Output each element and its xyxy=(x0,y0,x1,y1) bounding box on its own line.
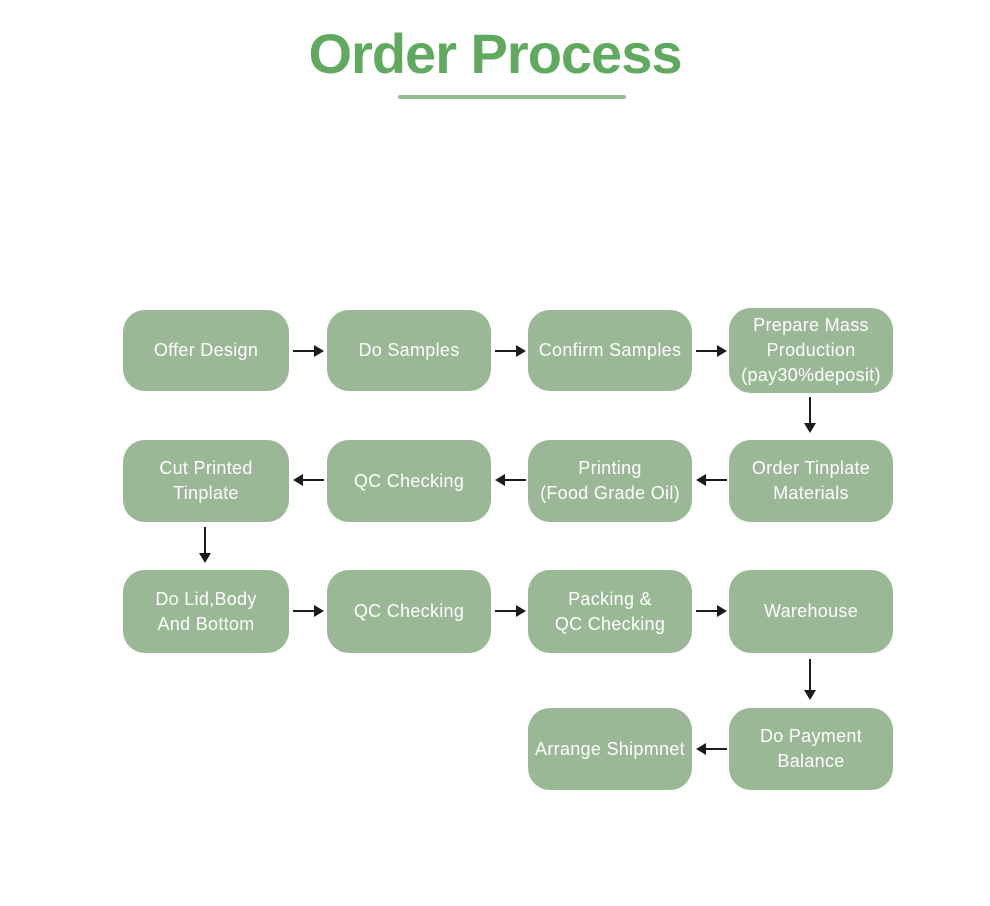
flow-box-order-tinplate-materials: Order Tinplate Materials xyxy=(729,440,893,522)
arrow-down-icon xyxy=(804,397,816,433)
flow-box-confirm-samples: Confirm Samples xyxy=(528,310,692,391)
flow-box-packing-qc-checking: Packing & QC Checking xyxy=(528,570,692,653)
flow-box-qc-checking-1: QC Checking xyxy=(327,440,491,522)
flow-box-warehouse: Warehouse xyxy=(729,570,893,653)
arrow-right-icon xyxy=(293,605,324,617)
flow-box-do-lid-body-and-bottom: Do Lid,Body And Bottom xyxy=(123,570,289,653)
arrow-down-icon xyxy=(199,527,211,563)
flow-box-cut-printed-tinplate: Cut Printed Tinplate xyxy=(123,440,289,522)
flow-box-offer-design: Offer Design xyxy=(123,310,289,391)
flow-box-do-samples: Do Samples xyxy=(327,310,491,391)
arrow-right-icon xyxy=(495,605,526,617)
flow-box-qc-checking-2: QC Checking xyxy=(327,570,491,653)
arrow-right-icon xyxy=(495,345,526,357)
page-title: Order Process xyxy=(308,22,683,85)
flow-box-printing-food-grade-oil: Printing (Food Grade Oil) xyxy=(528,440,692,522)
arrow-right-icon xyxy=(293,345,324,357)
title-underline xyxy=(398,95,626,99)
arrow-right-icon xyxy=(696,605,727,617)
flow-box-arrange-shipmnet: Arrange Shipmnet xyxy=(528,708,692,790)
flow-box-prepare-mass-production: Prepare Mass Production (pay30%deposit) xyxy=(729,308,893,393)
arrow-left-icon xyxy=(293,474,324,486)
arrow-down-icon xyxy=(804,659,816,700)
arrow-left-icon xyxy=(696,743,727,755)
flow-box-do-payment-balance: Do Payment Balance xyxy=(729,708,893,790)
arrow-right-icon xyxy=(696,345,727,357)
arrow-left-icon xyxy=(495,474,526,486)
arrow-left-icon xyxy=(696,474,727,486)
